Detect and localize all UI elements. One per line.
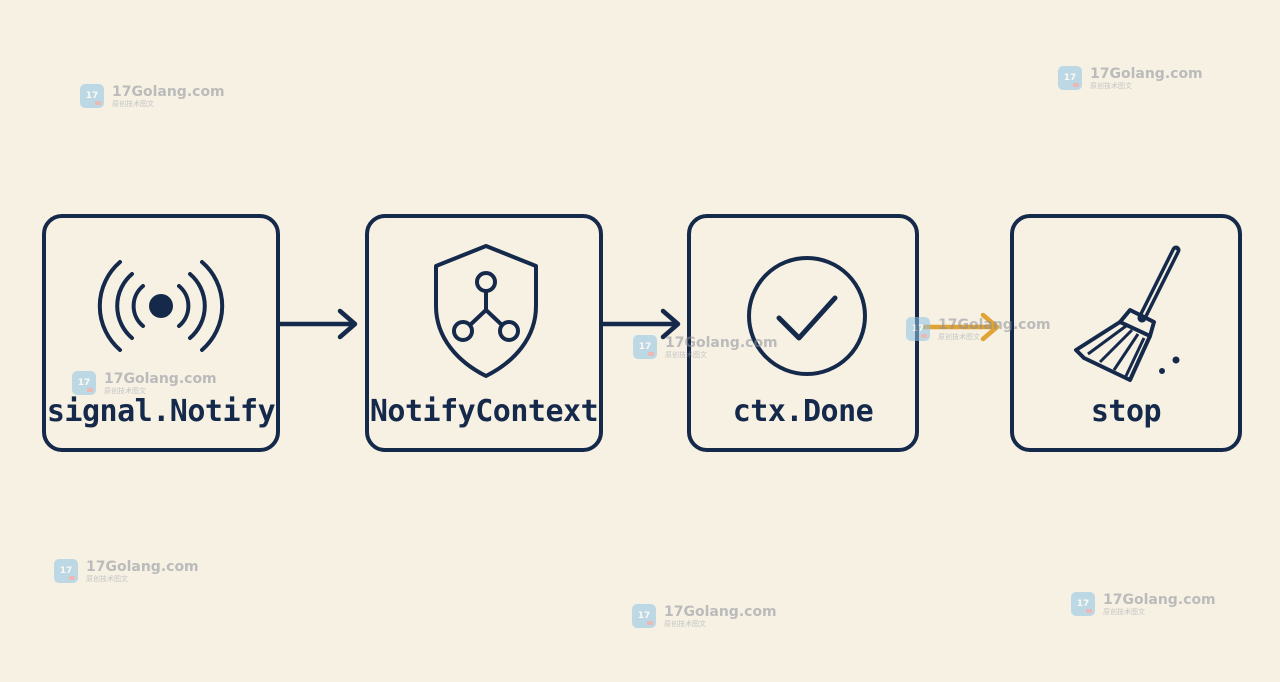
watermark-logo-text: 17 bbox=[1076, 599, 1090, 609]
watermark-subtitle: 原创技术图文 bbox=[104, 386, 146, 395]
broom-icon bbox=[1074, 245, 1181, 382]
watermark-name: 17Golang.com bbox=[104, 370, 217, 387]
watermark-logo-text: 17 bbox=[637, 611, 651, 621]
watermark-logo-icon: 17 bbox=[632, 604, 656, 628]
watermark-subtitle: 原创技术图文 bbox=[112, 99, 154, 108]
watermark-logo-icon: 17 bbox=[1071, 592, 1095, 616]
step-label: NotifyContext bbox=[369, 394, 599, 429]
watermark-logo-text: 17 bbox=[77, 378, 91, 388]
watermark-logo-icon: 17 bbox=[80, 84, 104, 108]
arrow-right-icon bbox=[923, 312, 1000, 342]
watermark-subtitle: 原创技术图文 bbox=[1090, 81, 1132, 90]
watermark-subtitle: 原创技术图文 bbox=[664, 619, 706, 628]
step-ctx-done: ctx.Done bbox=[687, 214, 919, 452]
watermark-name: 17Golang.com bbox=[1103, 591, 1216, 608]
watermark-logo-text: 17 bbox=[911, 324, 925, 334]
step-label: stop bbox=[1090, 394, 1162, 429]
watermark-subtitle: 原创技术图文 bbox=[938, 332, 980, 341]
watermark-subtitle: 原创技术图文 bbox=[86, 574, 128, 583]
arrow-right-icon bbox=[603, 308, 681, 340]
step-notify-context: NotifyContext bbox=[365, 214, 603, 452]
signal-broadcast-icon bbox=[97, 260, 225, 352]
check-circle-icon bbox=[747, 256, 867, 376]
watermark-name: 17Golang.com bbox=[86, 558, 199, 575]
watermark-logo-text: 17 bbox=[1063, 73, 1077, 83]
watermark-logo-text: 17 bbox=[85, 91, 99, 101]
watermark-logo-text: 17 bbox=[59, 566, 73, 576]
watermark-logo-icon: 17 bbox=[906, 317, 930, 341]
watermark-logo-icon: 17 bbox=[1058, 66, 1082, 90]
watermark-name: 17Golang.com bbox=[938, 316, 1051, 333]
watermark-name: 17Golang.com bbox=[665, 334, 778, 351]
arrow-right-icon bbox=[280, 308, 358, 340]
watermark-logo-text: 17 bbox=[638, 342, 652, 352]
watermark-subtitle: 原创技术图文 bbox=[1103, 607, 1145, 616]
watermark-name: 17Golang.com bbox=[112, 83, 225, 100]
watermark-logo-icon: 17 bbox=[72, 371, 96, 395]
watermark-logo-icon: 17 bbox=[633, 335, 657, 359]
shield-network-icon bbox=[434, 244, 538, 378]
watermark-name: 17Golang.com bbox=[1090, 65, 1203, 82]
watermark-subtitle: 原创技术图文 bbox=[665, 350, 707, 359]
step-label: ctx.Done bbox=[732, 394, 874, 429]
watermark-name: 17Golang.com bbox=[664, 603, 777, 620]
step-signal-notify: signal.Notify bbox=[42, 214, 280, 452]
step-stop: stop bbox=[1010, 214, 1242, 452]
step-label: signal.Notify bbox=[46, 394, 276, 429]
watermark-logo-icon: 17 bbox=[54, 559, 78, 583]
